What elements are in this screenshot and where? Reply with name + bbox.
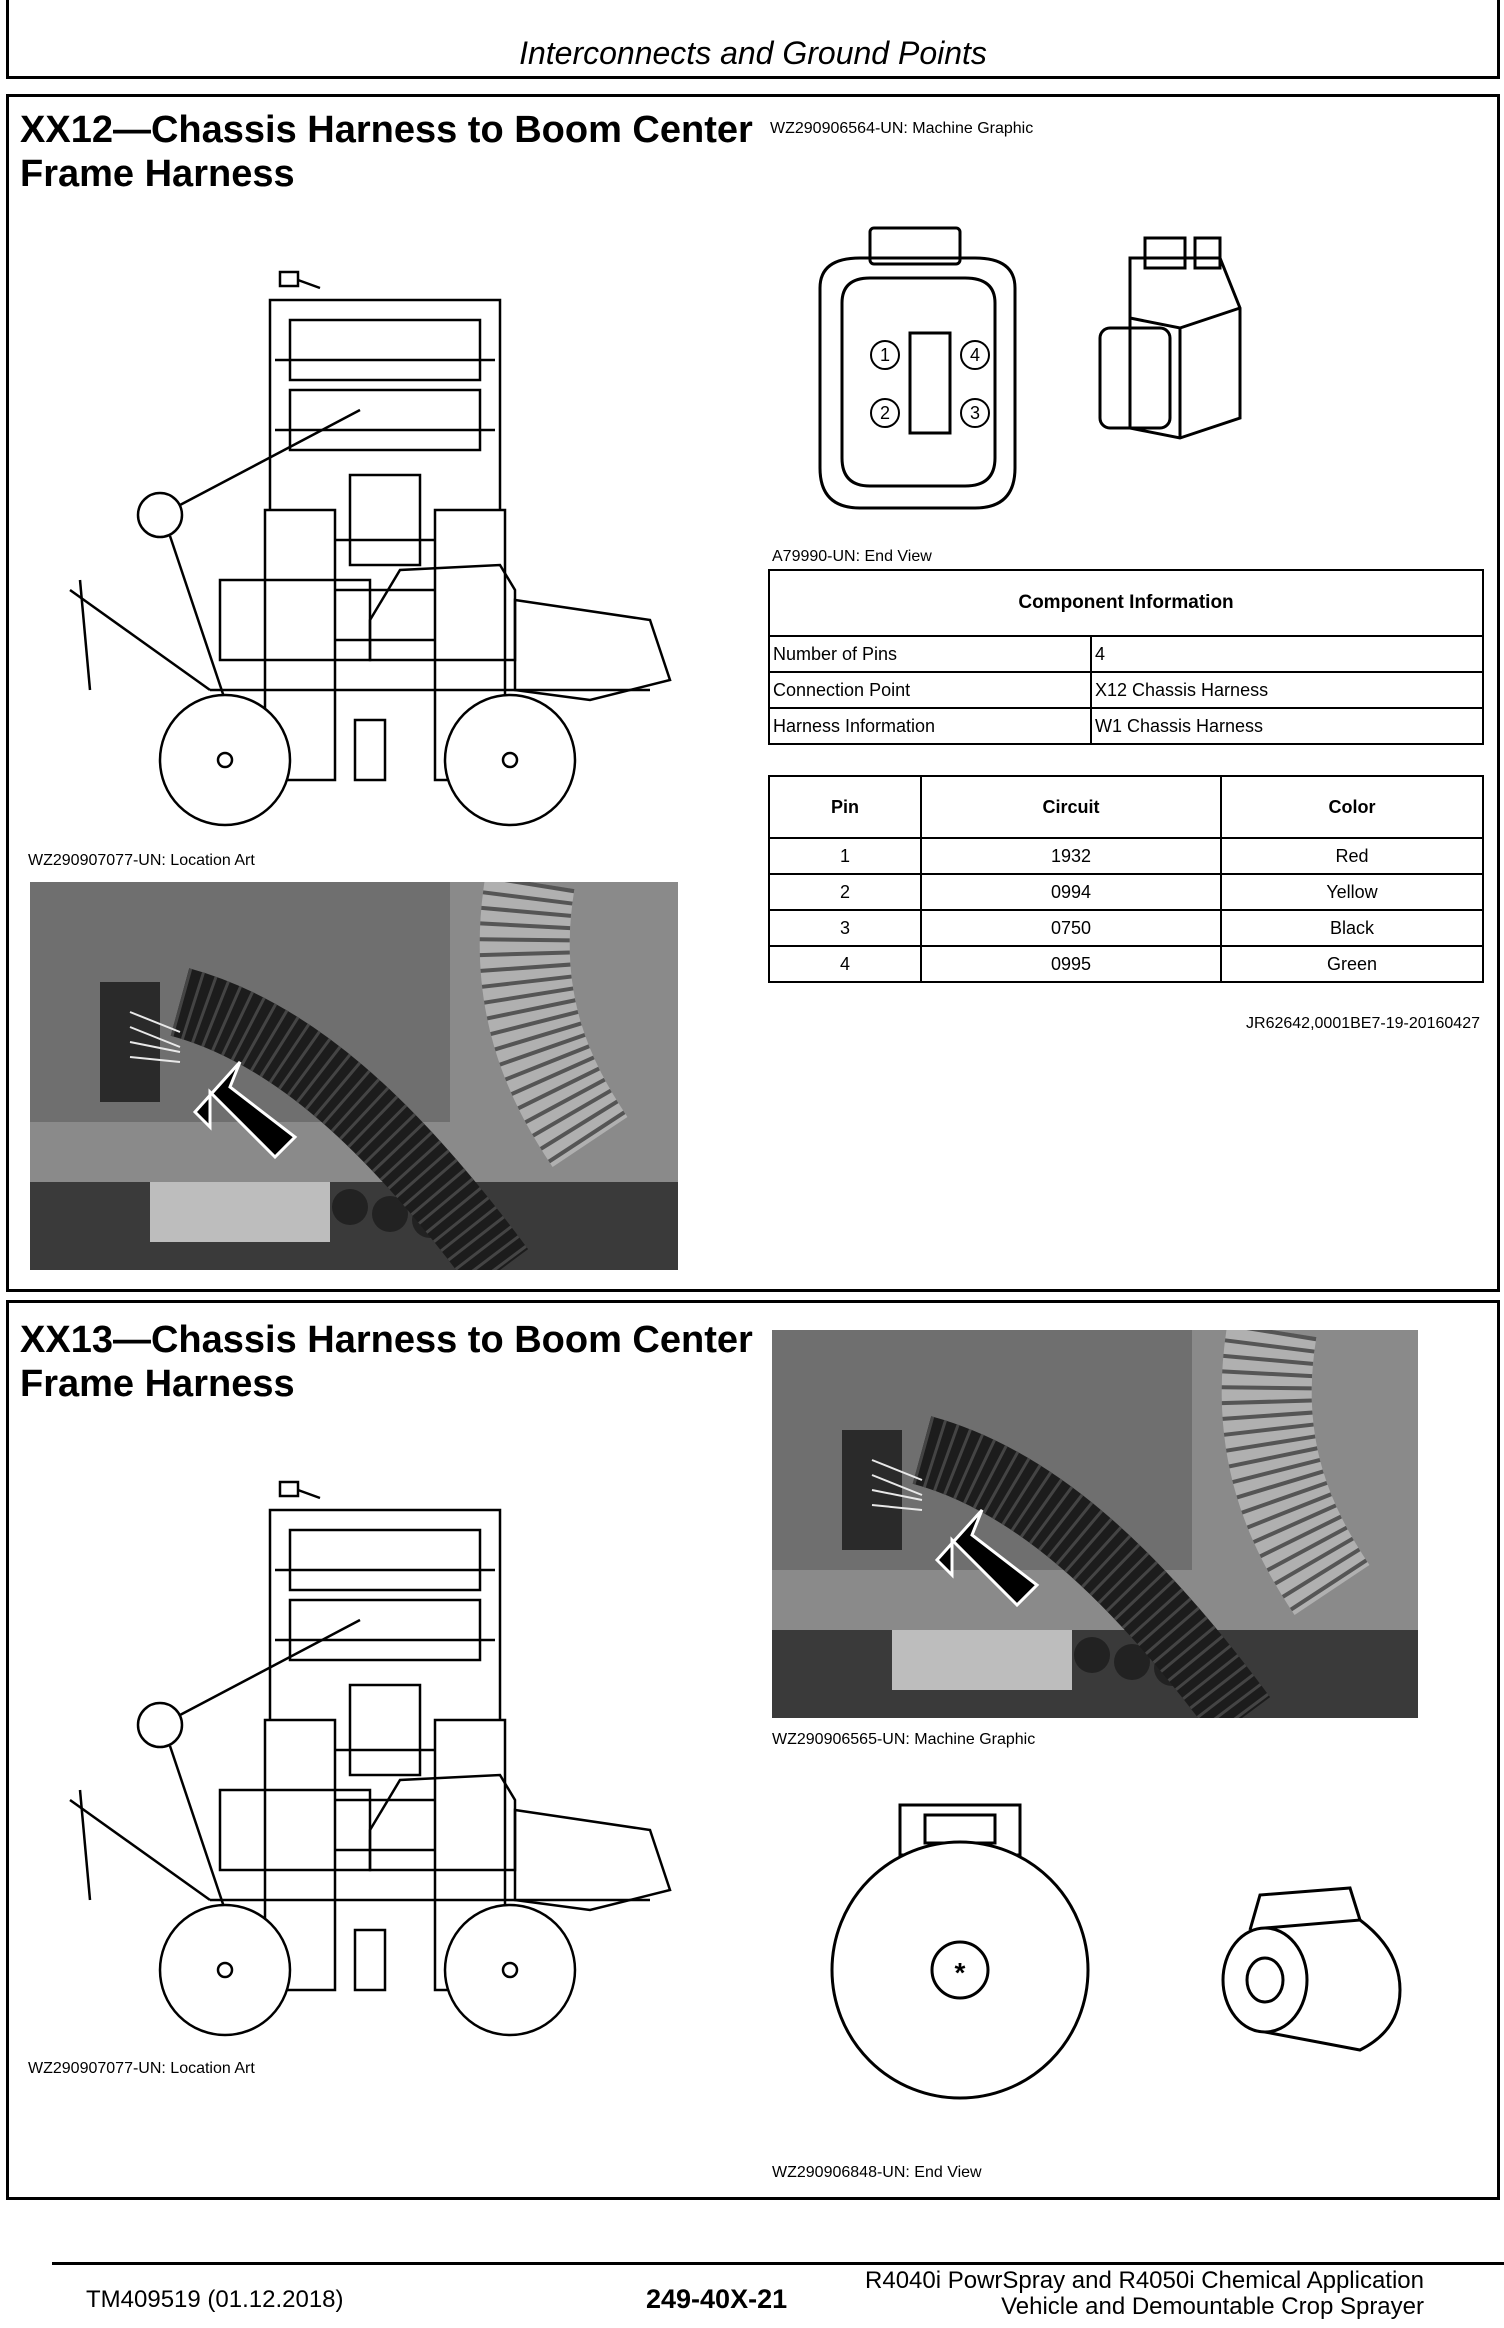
connector-pin-label: 1 — [880, 345, 890, 365]
xx12-reference-code: JR62642,0001BE7-19-20160427 — [1246, 1015, 1480, 1032]
circuit-cell: 0995 — [920, 945, 1222, 983]
table-row: 3 0750 Black — [768, 909, 1484, 947]
pin-cell: 4 — [768, 945, 922, 983]
section-xx13-title: XX13—Chassis Harness to Boom Center Fram… — [20, 1318, 753, 1406]
xx12-connector-location-photo — [30, 882, 678, 1270]
footer-doc-id: TM409519 (01.12.2018) — [86, 2286, 344, 2313]
pin-cell: 1 — [768, 837, 922, 875]
component-info-label: Number of Pins — [768, 635, 1092, 673]
xx13-connector-location-photo — [772, 1330, 1418, 1718]
color-cell: Red — [1220, 837, 1484, 875]
component-info-value: 4 — [1090, 635, 1484, 673]
color-cell: Green — [1220, 945, 1484, 983]
page-header-title: Interconnects and Ground Points — [519, 35, 987, 71]
section-xx12 — [6, 94, 1500, 1292]
connector-pin-label: 2 — [880, 403, 890, 423]
footer-divider — [52, 2262, 1504, 2265]
component-information-table: Component Information Number of Pins 4 C… — [768, 569, 1484, 745]
footer-product-line1: R4040i PowrSpray and R4050i Chemical App… — [865, 2267, 1424, 2294]
footer-product-title: R4040i PowrSpray and R4050i Chemical App… — [865, 2268, 1424, 2320]
footer-page-number: 249-40X-21 — [646, 2284, 788, 2314]
component-info-label: Harness Information — [768, 707, 1092, 745]
pin-cell: 3 — [768, 909, 922, 947]
component-info-label: Connection Point — [768, 671, 1092, 709]
table-row: 1 1932 Red — [768, 837, 1484, 875]
section-xx13-title-line2: Frame Harness — [20, 1363, 295, 1405]
section-xx12-title-line1: XX12—Chassis Harness to Boom Center — [20, 109, 753, 151]
pin-circuit-table: Pin Circuit Color 1 1932 Red 2 0994 Yell… — [768, 775, 1484, 983]
xx13-end-view-caption: WZ290906848-UN: End View — [772, 2164, 982, 2181]
section-xx12-title-line2: Frame Harness — [20, 153, 295, 195]
section-xx13-title-line1: XX13—Chassis Harness to Boom Center — [20, 1319, 753, 1361]
xx12-end-view-caption: A79990-UN: End View — [772, 548, 932, 565]
xx13-sprayer-location-illustration — [69, 1480, 672, 2037]
circuit-cell: 0750 — [920, 909, 1222, 947]
xx12-machine-graphic-caption: WZ290906564-UN: Machine Graphic — [770, 120, 1034, 137]
component-info-value: W1 Chassis Harness — [1090, 707, 1484, 745]
footer-product-line2: Vehicle and Demountable Crop Sprayer — [1001, 2293, 1424, 2320]
table-row: 2 0994 Yellow — [768, 873, 1484, 911]
section-xx12-title: XX12—Chassis Harness to Boom Center Fram… — [20, 108, 753, 196]
circuit-cell: 1932 — [920, 837, 1222, 875]
xx13-connector-end-view: * — [830, 1803, 1402, 2100]
connector-pin-label: 3 — [970, 403, 980, 423]
section-xx13 — [6, 1300, 1500, 2200]
table-row: Harness Information W1 Chassis Harness — [768, 707, 1484, 745]
connector-pin-label: 4 — [970, 345, 980, 365]
xx12-location-art-caption: WZ290907077-UN: Location Art — [28, 852, 255, 869]
xx13-location-art-caption: WZ290907077-UN: Location Art — [28, 2060, 255, 2077]
table-row: Number of Pins 4 — [768, 635, 1484, 673]
color-cell: Yellow — [1220, 873, 1484, 911]
table-row: 4 0995 Green — [768, 945, 1484, 983]
pin-table-header-circuit: Circuit — [920, 775, 1222, 839]
color-cell: Black — [1220, 909, 1484, 947]
xx13-machine-graphic-caption: WZ290906565-UN: Machine Graphic — [772, 1731, 1036, 1748]
table-row: Connection Point X12 Chassis Harness — [768, 671, 1484, 709]
component-info-value: X12 Chassis Harness — [1090, 671, 1484, 709]
component-information-heading: Component Information — [768, 569, 1484, 637]
pin-cell: 2 — [768, 873, 922, 911]
xx12-connector-end-view: 1 4 2 3 — [818, 226, 1242, 510]
xx12-sprayer-location-illustration — [69, 270, 672, 827]
circuit-cell: 0994 — [920, 873, 1222, 911]
connector-pin-marker: * — [955, 1957, 966, 1988]
page-header: Interconnects and Ground Points — [6, 0, 1500, 79]
pin-table-header-pin: Pin — [768, 775, 922, 839]
pin-table-header-color: Color — [1220, 775, 1484, 839]
